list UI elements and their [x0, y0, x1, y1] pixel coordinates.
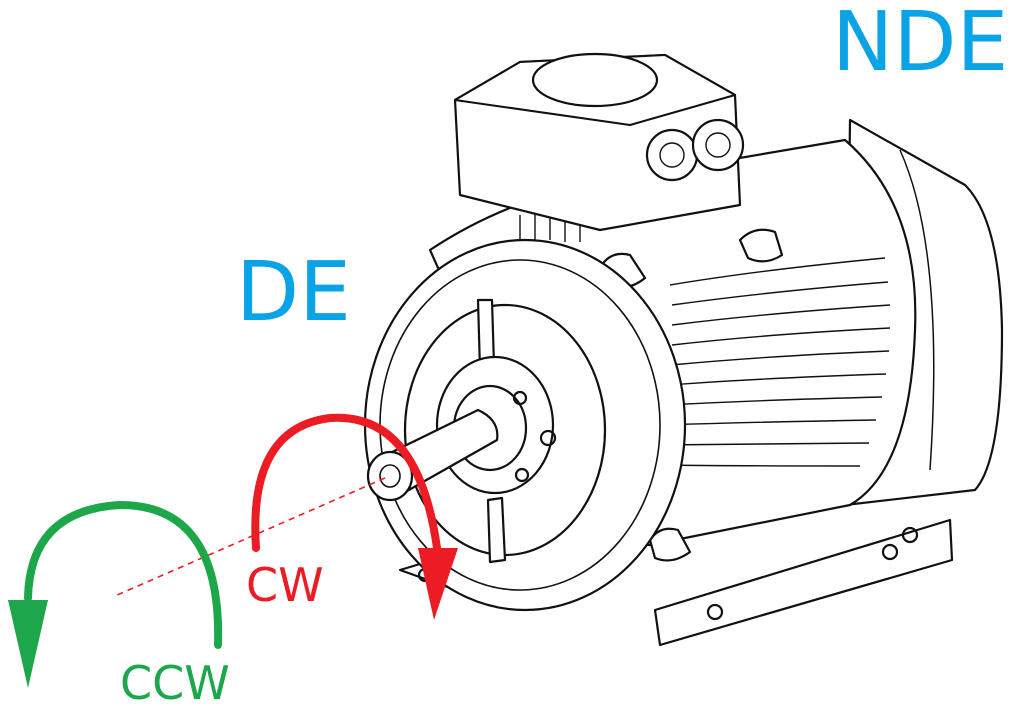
- lifting-lug-bottom: [648, 527, 692, 562]
- cable-gland-1: [645, 128, 699, 182]
- lifting-lug-right: [738, 228, 784, 263]
- terminal-box-cap: [531, 52, 659, 108]
- shaft-axis-line: [114, 477, 386, 597]
- cw-arrow-icon: [251, 413, 458, 620]
- shaft-end: [366, 450, 414, 502]
- nde-label: NDE: [832, 0, 1009, 90]
- ccw-label: CCW: [120, 656, 230, 710]
- fan-cover-band: [899, 149, 935, 471]
- end-shield-rib-bottom: [486, 496, 507, 564]
- mounting-foot-nde: [653, 518, 954, 647]
- ccw-arrow-icon: [8, 500, 223, 688]
- de-label: DE: [236, 245, 351, 340]
- motor-drawing: [363, 52, 1004, 647]
- cable-gland-2: [691, 118, 745, 172]
- cw-label: CW: [246, 558, 324, 612]
